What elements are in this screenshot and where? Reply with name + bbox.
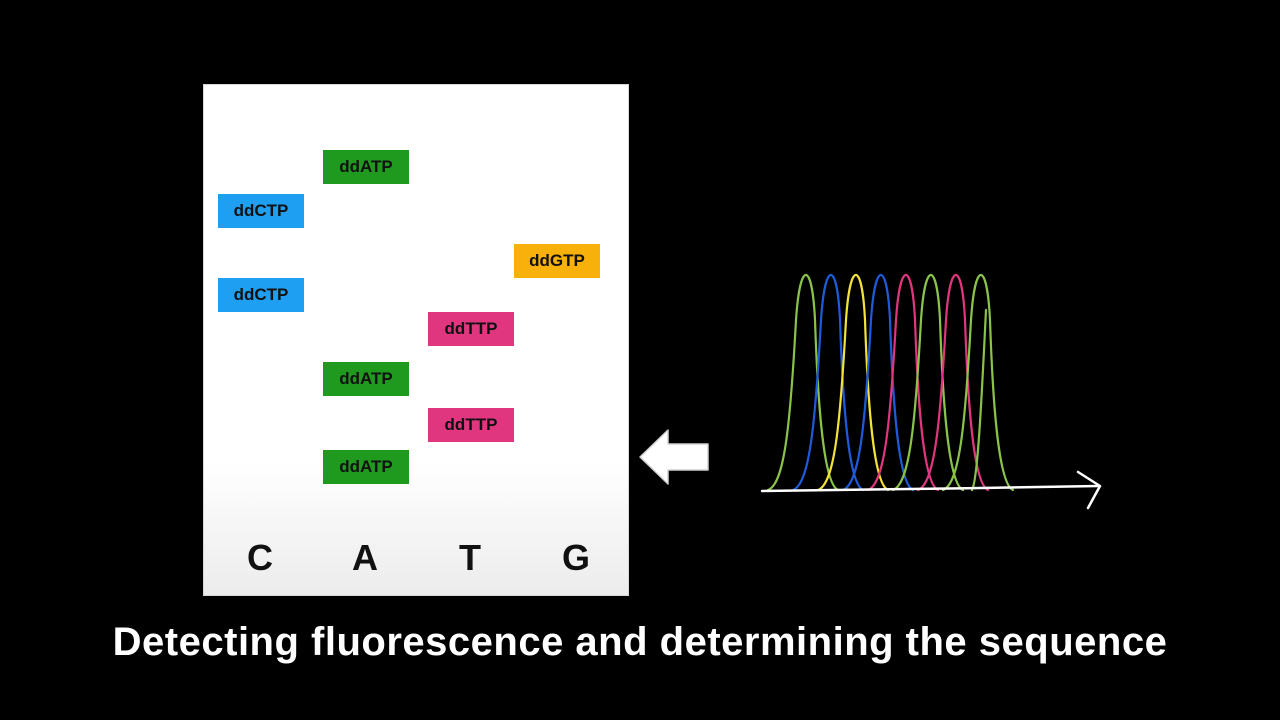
- chromatogram-trace: [760, 273, 1102, 510]
- band-ddatp-2: ddATP: [323, 362, 409, 396]
- lane-label-c: C: [247, 537, 273, 578]
- trace-peak-8: [941, 273, 1015, 492]
- trace-peak-4: [841, 273, 915, 492]
- lane-label-a: A: [352, 537, 378, 578]
- left-arrow-icon: [639, 429, 709, 485]
- lane-label-g: G: [561, 537, 590, 578]
- trace-peaks: [766, 273, 1015, 492]
- lane-label-t: T: [459, 537, 481, 578]
- trace-peak-5: [866, 273, 940, 492]
- band-ddgtp-1: ddGTP: [514, 244, 600, 278]
- trace-peak-3: [816, 273, 890, 492]
- trace-axis: [760, 470, 1102, 510]
- trace-peak-1: [766, 273, 840, 492]
- band-ddctp-2: ddCTP: [218, 278, 304, 312]
- band-ddttp-2: ddTTP: [428, 408, 514, 442]
- trace-peak-7: [916, 273, 990, 492]
- caption: Detecting fluorescence and determining t…: [112, 620, 1168, 664]
- trace-peak-6: [891, 273, 965, 492]
- band-ddatp-3: ddATP: [323, 450, 409, 484]
- gel-panel: [203, 84, 629, 596]
- band-ddttp-1: ddTTP: [428, 312, 514, 346]
- trace-peak-partial: [970, 308, 988, 492]
- trace-peak-2: [791, 273, 865, 492]
- band-ddatp-1: ddATP: [323, 150, 409, 184]
- band-ddctp-1: ddCTP: [218, 194, 304, 228]
